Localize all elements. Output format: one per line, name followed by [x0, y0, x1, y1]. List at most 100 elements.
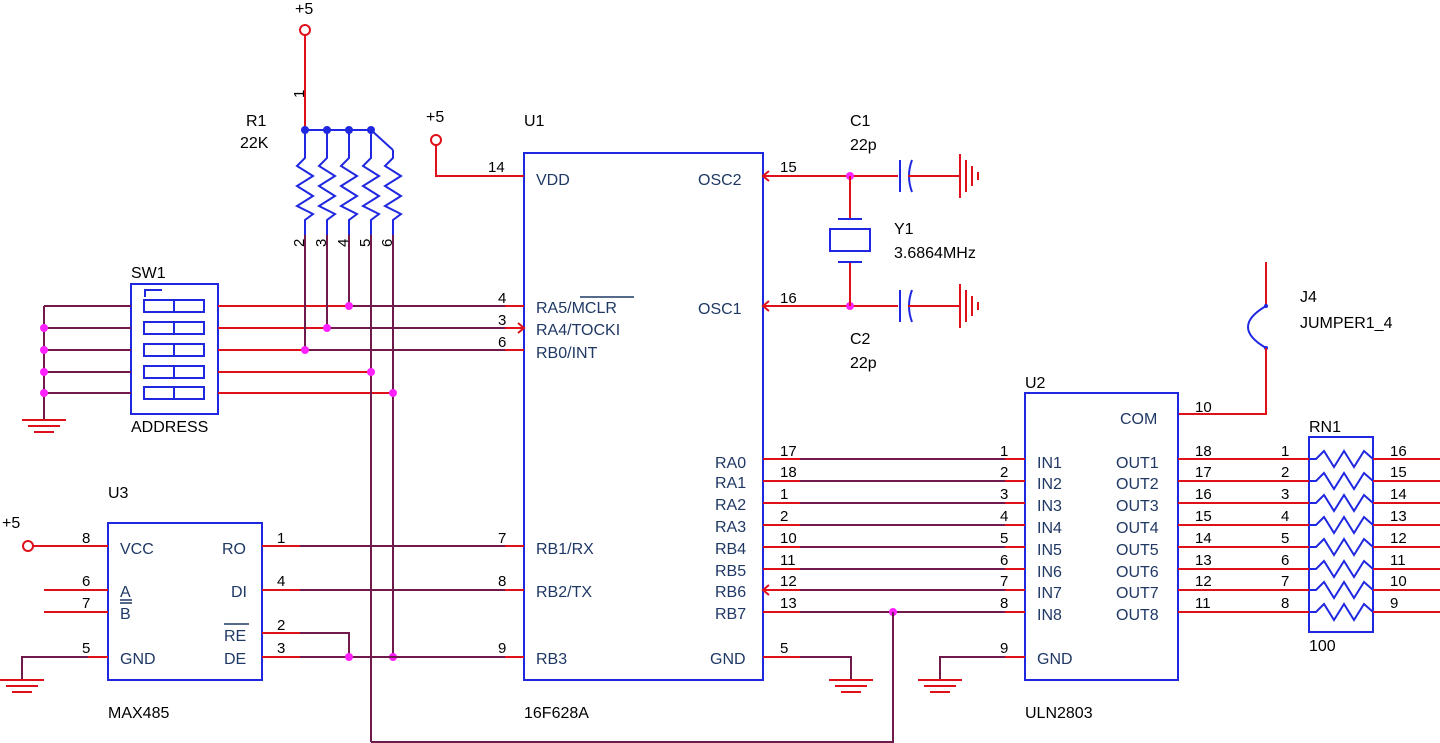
supply-terminal-u1	[430, 134, 442, 146]
junction-dot	[40, 324, 48, 332]
j4-ref: J4	[1300, 289, 1317, 306]
u2-part: ULN2803	[1025, 705, 1093, 722]
u2-input-name: IN5	[1037, 542, 1062, 559]
u1-part: 16F628A	[524, 705, 589, 722]
u1-left-pin-name: RB3	[536, 651, 567, 668]
r1-pin-5: 5	[357, 239, 374, 247]
u1-right-pin-num: 11	[780, 552, 796, 569]
c1-ref: C1	[850, 113, 871, 130]
u3-vcc-name: VCC	[120, 541, 154, 558]
j4-contact	[1264, 304, 1268, 308]
y1-ref: Y1	[894, 221, 914, 238]
c2-value: 22p	[850, 355, 877, 372]
u2-input-num: 3	[1000, 486, 1008, 503]
rn1-right-pin: 10	[1390, 573, 1407, 590]
supply-terminal-u3	[22, 540, 34, 552]
r1-pin-2: 2	[291, 239, 308, 247]
rn1-element	[1309, 515, 1374, 535]
u3-de-name: DE	[224, 651, 246, 668]
u3-di-num: 4	[277, 573, 285, 590]
sw1-switch-2	[143, 321, 205, 335]
u1-right-pin-name: RA3	[715, 519, 746, 536]
sw1-switch-4	[143, 365, 205, 379]
j4-com-wire	[1178, 348, 1267, 415]
u2-input-name: IN4	[1037, 520, 1062, 537]
u2-input-name: IN2	[1037, 476, 1062, 493]
ground-symbol	[829, 679, 873, 693]
r1-element-6	[382, 150, 403, 235]
sw1-switch-3	[143, 343, 205, 357]
rn1-left-pin: 7	[1281, 573, 1289, 590]
u1-right-pin-name: RB7	[715, 606, 746, 623]
u2-driver: U2 ULN2803 COM 10 GND 9 IN1 1 IN2 2 IN3 …	[918, 375, 1212, 722]
u2-gnd-num: 9	[1000, 640, 1008, 657]
supply-label-u3: +5	[2, 515, 20, 532]
rn1-right-pin: 11	[1390, 552, 1406, 569]
u1-left-pin-name: RA5/MCLR	[536, 300, 617, 317]
rn1-value: 100	[1309, 638, 1336, 655]
u2-output-num: 13	[1195, 552, 1212, 569]
u2-input-num: 4	[1000, 508, 1008, 525]
u2-input-name: IN3	[1037, 498, 1062, 515]
u2-input-num: 7	[1000, 573, 1008, 590]
rn1-element	[1309, 493, 1374, 513]
u1-left-pin-num: 3	[498, 312, 506, 329]
rn1-element	[1309, 559, 1374, 579]
rn1-left-pin: 1	[1281, 443, 1289, 460]
ground-symbol	[959, 284, 979, 328]
u1-right-pin-name: OSC2	[698, 172, 742, 189]
u1-right-pin-num: 18	[780, 464, 797, 481]
junction-dot	[345, 302, 353, 310]
r1-element-3	[316, 130, 337, 235]
rn1-element	[1309, 580, 1374, 600]
rn1-resistor-network: RN1 100 1 2 3 4 5 6 7	[1178, 419, 1440, 655]
u1-left-pin-name: RB2/TX	[536, 584, 592, 601]
rn1-element	[1309, 471, 1374, 491]
u1-right-pin-name: RB4	[715, 541, 746, 558]
u3-b-name: B	[120, 606, 131, 623]
rn1-left-pin: 6	[1281, 552, 1289, 569]
rn1-left-pin: 2	[1281, 464, 1289, 481]
supply-label-top: +5	[295, 1, 313, 18]
u2-ref: U2	[1025, 375, 1046, 392]
u3-ro-name: RO	[222, 541, 246, 558]
u1-right-pin-num: 15	[780, 159, 797, 176]
u2-input-num: 6	[1000, 552, 1008, 569]
u3-transceiver: U3 MAX485 +5 8 VCC 6 A 7 B 5 GND RO 1 DI…	[0, 485, 505, 722]
u2-input-name: IN8	[1037, 607, 1062, 624]
u2-input-num: 5	[1000, 530, 1008, 547]
junction-dot	[301, 346, 309, 354]
rn1-body	[1308, 436, 1374, 633]
u1-right-pin-name: RB5	[715, 563, 746, 580]
ground-symbol	[918, 679, 962, 693]
r1-pin-4: 4	[335, 239, 352, 247]
u2-output-name: OUT5	[1116, 542, 1159, 559]
u2-body	[1024, 392, 1179, 681]
u2-input-name: IN7	[1037, 585, 1062, 602]
vdd-wire	[435, 145, 524, 177]
supply-terminal-top	[299, 24, 311, 36]
r1-pin-6: 6	[379, 239, 396, 247]
oscillator-section: C1 22p C2 22p Y1 3.6864MHz	[763, 113, 979, 372]
y1-value: 3.6864MHz	[894, 245, 976, 262]
u3-re-num: 2	[277, 617, 285, 634]
u1-u2-bus	[763, 458, 1025, 616]
u2-com-name: COM	[1120, 411, 1157, 428]
junction-dot	[323, 324, 331, 332]
u1-right-pin-num: 16	[780, 290, 797, 307]
junction-dot	[389, 389, 397, 397]
y1-crystal	[829, 176, 871, 306]
sw1-dip-switch: SW1 ADDRESS	[22, 235, 505, 742]
u2-output-name: OUT3	[1116, 498, 1159, 515]
j4-jumper-arc	[1247, 305, 1267, 349]
u2-output-num: 18	[1195, 443, 1212, 460]
u2-input-num: 2	[1000, 464, 1008, 481]
c2-ref: C2	[850, 331, 871, 348]
c1-value: 22p	[850, 137, 877, 154]
rn1-element	[1309, 602, 1374, 622]
u1-left-pin-num: 4	[498, 290, 506, 307]
junction-dot	[367, 368, 375, 376]
rn1-ref: RN1	[1309, 419, 1341, 436]
u2-input-num: 8	[1000, 595, 1008, 612]
